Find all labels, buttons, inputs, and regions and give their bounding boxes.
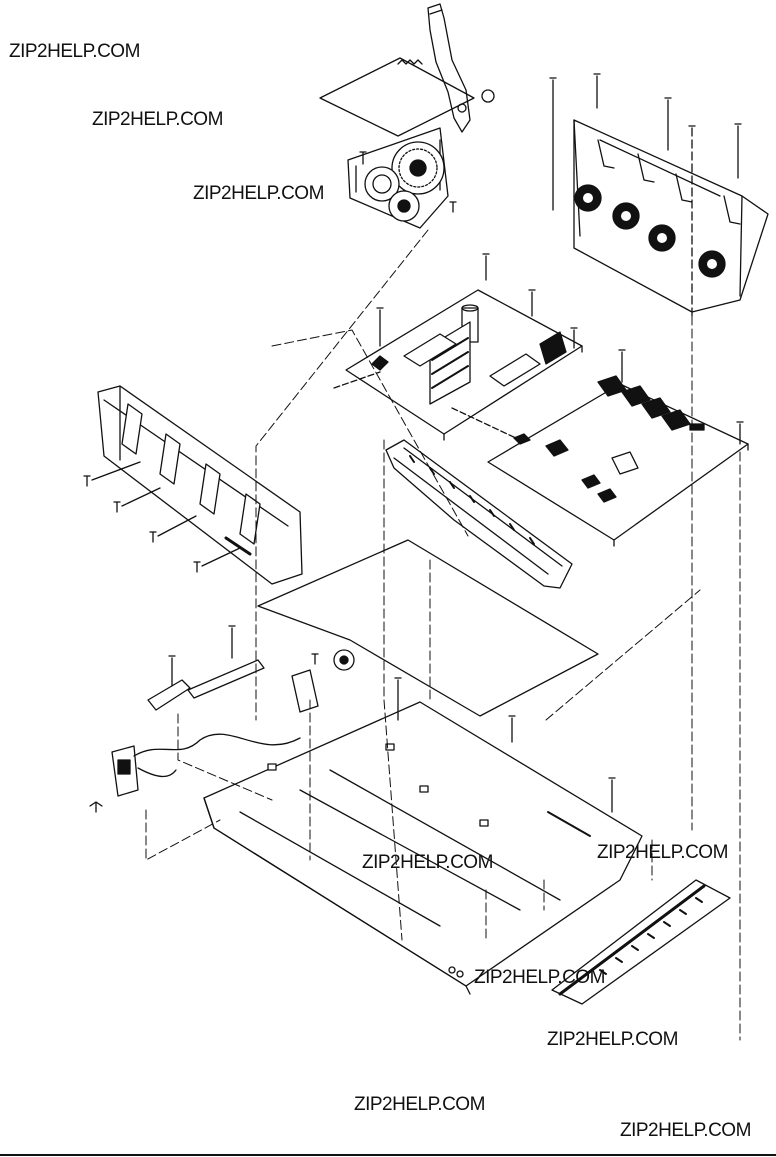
rail-parts [147, 625, 265, 711]
watermark: ZIP2HELP.COM [9, 41, 140, 62]
base-chassis [203, 677, 643, 995]
cable-harness [89, 733, 301, 813]
watermark: ZIP2HELP.COM [597, 842, 728, 863]
watermark: ZIP2HELP.COM [354, 1094, 485, 1115]
watermark: ZIP2HELP.COM [620, 1120, 751, 1141]
watermark: ZIP2HELP.COM [92, 109, 223, 130]
paper-guide-rail [385, 439, 573, 589]
watermark: ZIP2HELP.COM [193, 183, 324, 204]
left-side-frame [83, 385, 303, 585]
watermark: ZIP2HELP.COM [362, 852, 493, 873]
insulation-sheet [257, 539, 599, 717]
release-lever-gear-assembly [319, 3, 495, 229]
watermark: ZIP2HELP.COM [474, 967, 605, 988]
connector-board [487, 349, 749, 547]
front-paper-tray [551, 879, 731, 1005]
sensor-bracket [291, 649, 355, 713]
bottom-rule [0, 1154, 776, 1156]
leader-lines [145, 229, 741, 1041]
roller-guide-assembly [549, 73, 769, 317]
main-circuit-board [333, 253, 583, 441]
watermark: ZIP2HELP.COM [547, 1029, 678, 1050]
